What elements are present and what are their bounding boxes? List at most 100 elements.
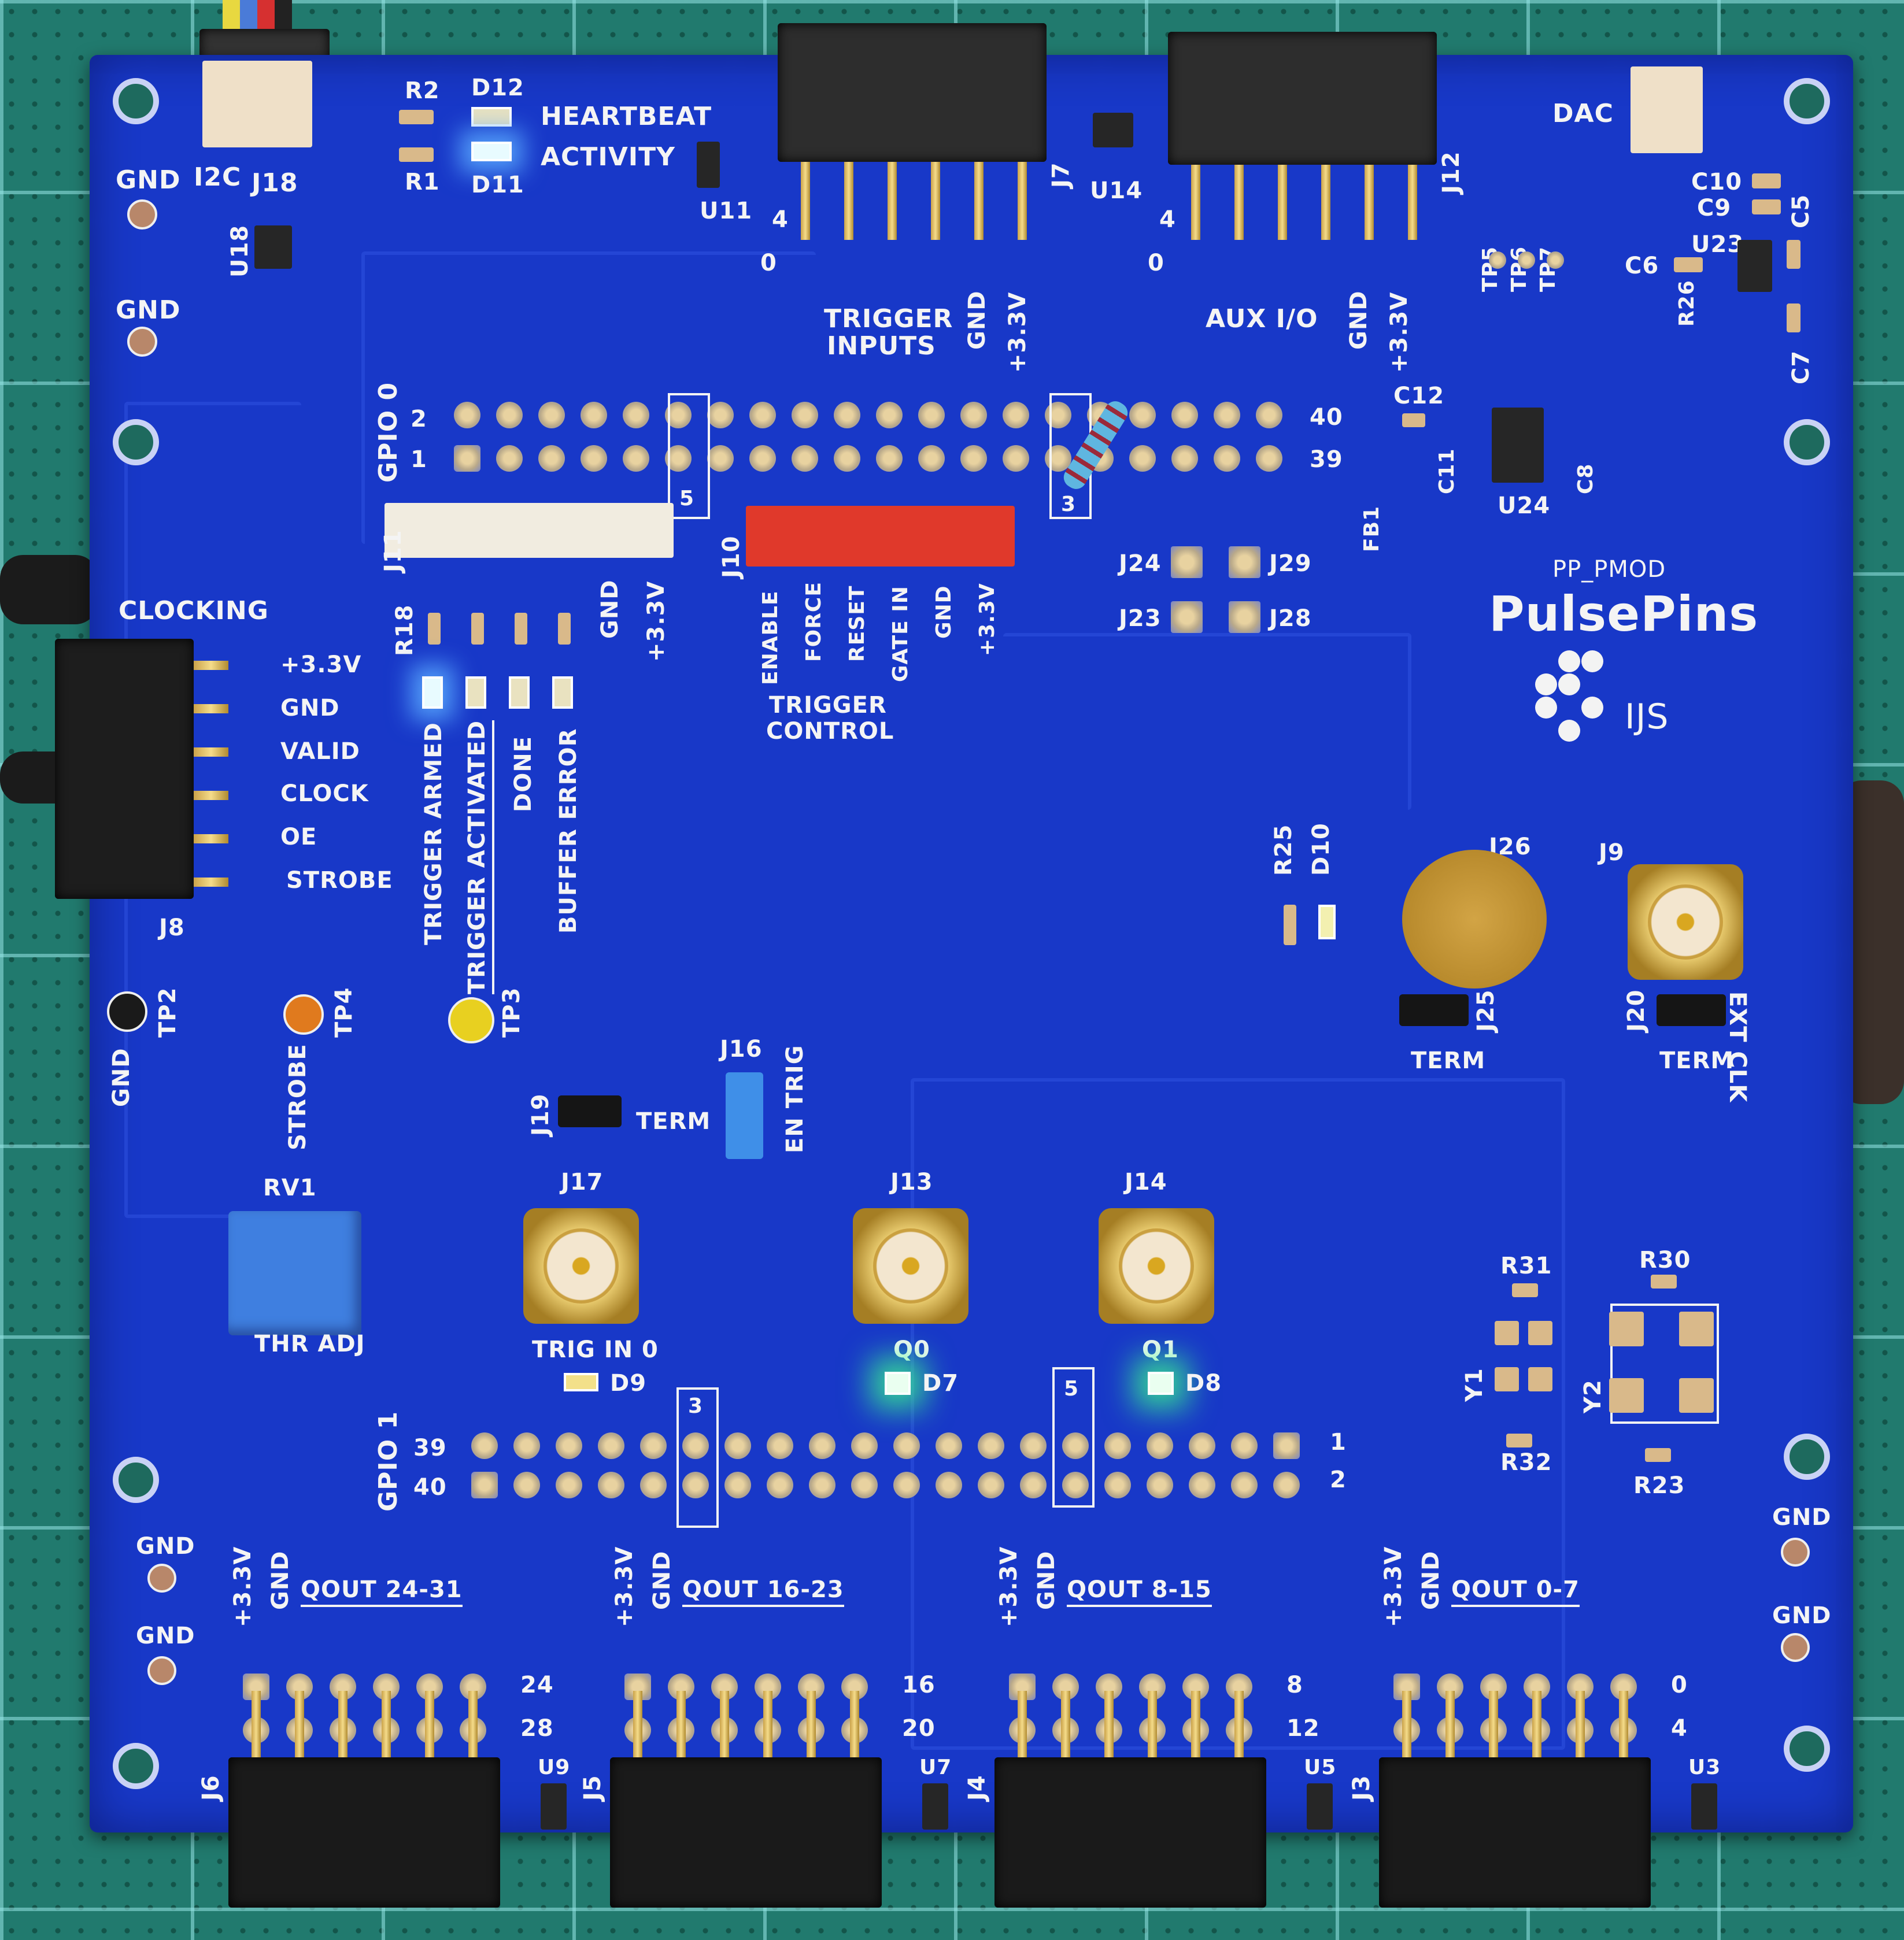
j23-jack[interactable] — [1171, 601, 1203, 633]
d8-led — [1148, 1372, 1174, 1395]
qout-pin — [1619, 1691, 1628, 1760]
header-pad — [581, 402, 607, 428]
d9-led — [564, 1373, 598, 1391]
gnd-loop-pad[interactable] — [1781, 1538, 1810, 1567]
j26-sma-cap[interactable] — [1402, 850, 1547, 988]
qout-pad — [1610, 1717, 1637, 1743]
dac-connector[interactable] — [1631, 66, 1703, 153]
tp2-gnd-testpoint[interactable] — [107, 991, 147, 1032]
qout-pin — [468, 1691, 478, 1760]
trig-in-0-sma[interactable] — [523, 1208, 639, 1324]
qout-pad — [841, 1674, 868, 1700]
mounting-hole — [1784, 1726, 1830, 1772]
trigger-control-label-2: CONTROL — [766, 718, 894, 745]
tp4-label: STROBE — [284, 1043, 311, 1150]
crystal-pad — [1528, 1367, 1552, 1391]
tp4-strobe-testpoint[interactable] — [283, 994, 324, 1035]
header-pad — [851, 1432, 878, 1459]
header-pad — [767, 1472, 793, 1498]
header-pad — [1020, 1432, 1047, 1459]
q0-label: Q0 — [893, 1336, 930, 1363]
j25-jumper[interactable] — [1399, 994, 1469, 1026]
header-pin — [194, 791, 228, 800]
j29-jack[interactable] — [1229, 546, 1260, 578]
trigger-inputs-header[interactable] — [778, 23, 1047, 162]
c8-ref: C8 — [1574, 463, 1598, 494]
c11-ref: C11 — [1435, 448, 1459, 494]
logo-dot — [1558, 673, 1580, 695]
r2-resistor — [399, 110, 434, 124]
trigger-control-connector[interactable] — [746, 506, 1015, 567]
status-resistor — [428, 613, 441, 645]
y2-ref: Y2 — [1580, 1379, 1606, 1413]
pcb-board: I2C J18 U18 GND GND R2 D12 HEARTBEAT ACT… — [55, 23, 1853, 1908]
qout-pin — [382, 1691, 391, 1760]
j19-jumper[interactable] — [558, 1095, 622, 1127]
tp6-pad[interactable] — [1518, 251, 1535, 269]
tp7-pad[interactable] — [1547, 251, 1564, 269]
pin-0-label: 0 — [1148, 250, 1164, 276]
header-pad — [1214, 402, 1240, 428]
gnd-loop-pad[interactable] — [147, 1656, 176, 1685]
j16-jumper[interactable] — [726, 1072, 763, 1159]
qout-buffer-ref: U3 — [1688, 1756, 1721, 1779]
aux-io-header[interactable] — [1168, 32, 1437, 165]
header-pin — [1278, 165, 1287, 240]
trigger-control-pin-reset: RESET — [845, 585, 869, 662]
thr-adj-potentiometer[interactable] — [228, 1211, 361, 1335]
j20-jumper[interactable] — [1657, 994, 1726, 1026]
u24-chip — [1492, 408, 1544, 483]
r25-resistor — [1284, 905, 1296, 945]
c12-ref: C12 — [1393, 383, 1445, 409]
j16-label: EN TRIG — [782, 1045, 808, 1153]
q1-sma[interactable] — [1099, 1208, 1214, 1324]
qout-pad — [416, 1717, 443, 1743]
gpio1-header[interactable] — [471, 1432, 1310, 1508]
gnd-loop-pad[interactable] — [127, 327, 157, 357]
header-pad — [960, 402, 987, 428]
qout-pad — [841, 1717, 868, 1743]
trigger-armed-label: TRIGGER ARMED — [420, 722, 447, 945]
j17-ref: J17 — [561, 1169, 604, 1195]
trace — [911, 1078, 1565, 1750]
qout-pin — [295, 1691, 304, 1760]
qout-pin — [338, 1691, 347, 1760]
j11-connector[interactable] — [385, 503, 674, 558]
gnd-loop-pad[interactable] — [147, 1564, 176, 1593]
header-pad — [513, 1432, 540, 1459]
gpio1-label: GPIO 1 — [374, 1410, 403, 1512]
gnd-loop-pad[interactable] — [127, 199, 157, 229]
tp3-testpoint[interactable] — [448, 997, 494, 1043]
j24-jack[interactable] — [1171, 546, 1203, 578]
gnd-label: GND — [116, 295, 181, 325]
gnd-loop-pad[interactable] — [1781, 1633, 1810, 1662]
r1-resistor — [399, 147, 434, 162]
trigger-control-pin-gate-in: GATE IN — [889, 586, 912, 682]
clocking-header[interactable] — [55, 639, 194, 899]
header-pad — [851, 1472, 878, 1498]
header-pin — [931, 162, 940, 240]
i2c-connector[interactable] — [202, 61, 312, 147]
sma-face — [544, 1228, 619, 1304]
header-pad — [792, 402, 818, 428]
d12-ref: D12 — [471, 75, 524, 101]
header-pin — [1408, 165, 1417, 240]
trigger-inputs-label-1: TRIGGER — [824, 304, 953, 334]
d7-led — [885, 1372, 911, 1395]
qout-pin — [633, 1691, 642, 1760]
gpio0-box-5 — [668, 393, 710, 519]
tp3-ref: TP3 — [498, 987, 525, 1038]
ext-clk-sma[interactable] — [1628, 864, 1743, 980]
q0-sma[interactable] — [853, 1208, 968, 1324]
qout-pad — [755, 1674, 781, 1700]
qout-pin — [1576, 1691, 1585, 1760]
j28-jack[interactable] — [1229, 601, 1260, 633]
tp5-pad[interactable] — [1489, 251, 1506, 269]
r18-ref: R18 — [391, 604, 418, 656]
qout-buffer-chip — [541, 1783, 567, 1830]
gpio0-header[interactable] — [454, 402, 1292, 477]
board-name: PP_PMOD — [1552, 556, 1666, 583]
qout-pin — [763, 1691, 772, 1760]
r25-ref: R25 — [1270, 824, 1297, 876]
header-pad — [1231, 1472, 1258, 1498]
